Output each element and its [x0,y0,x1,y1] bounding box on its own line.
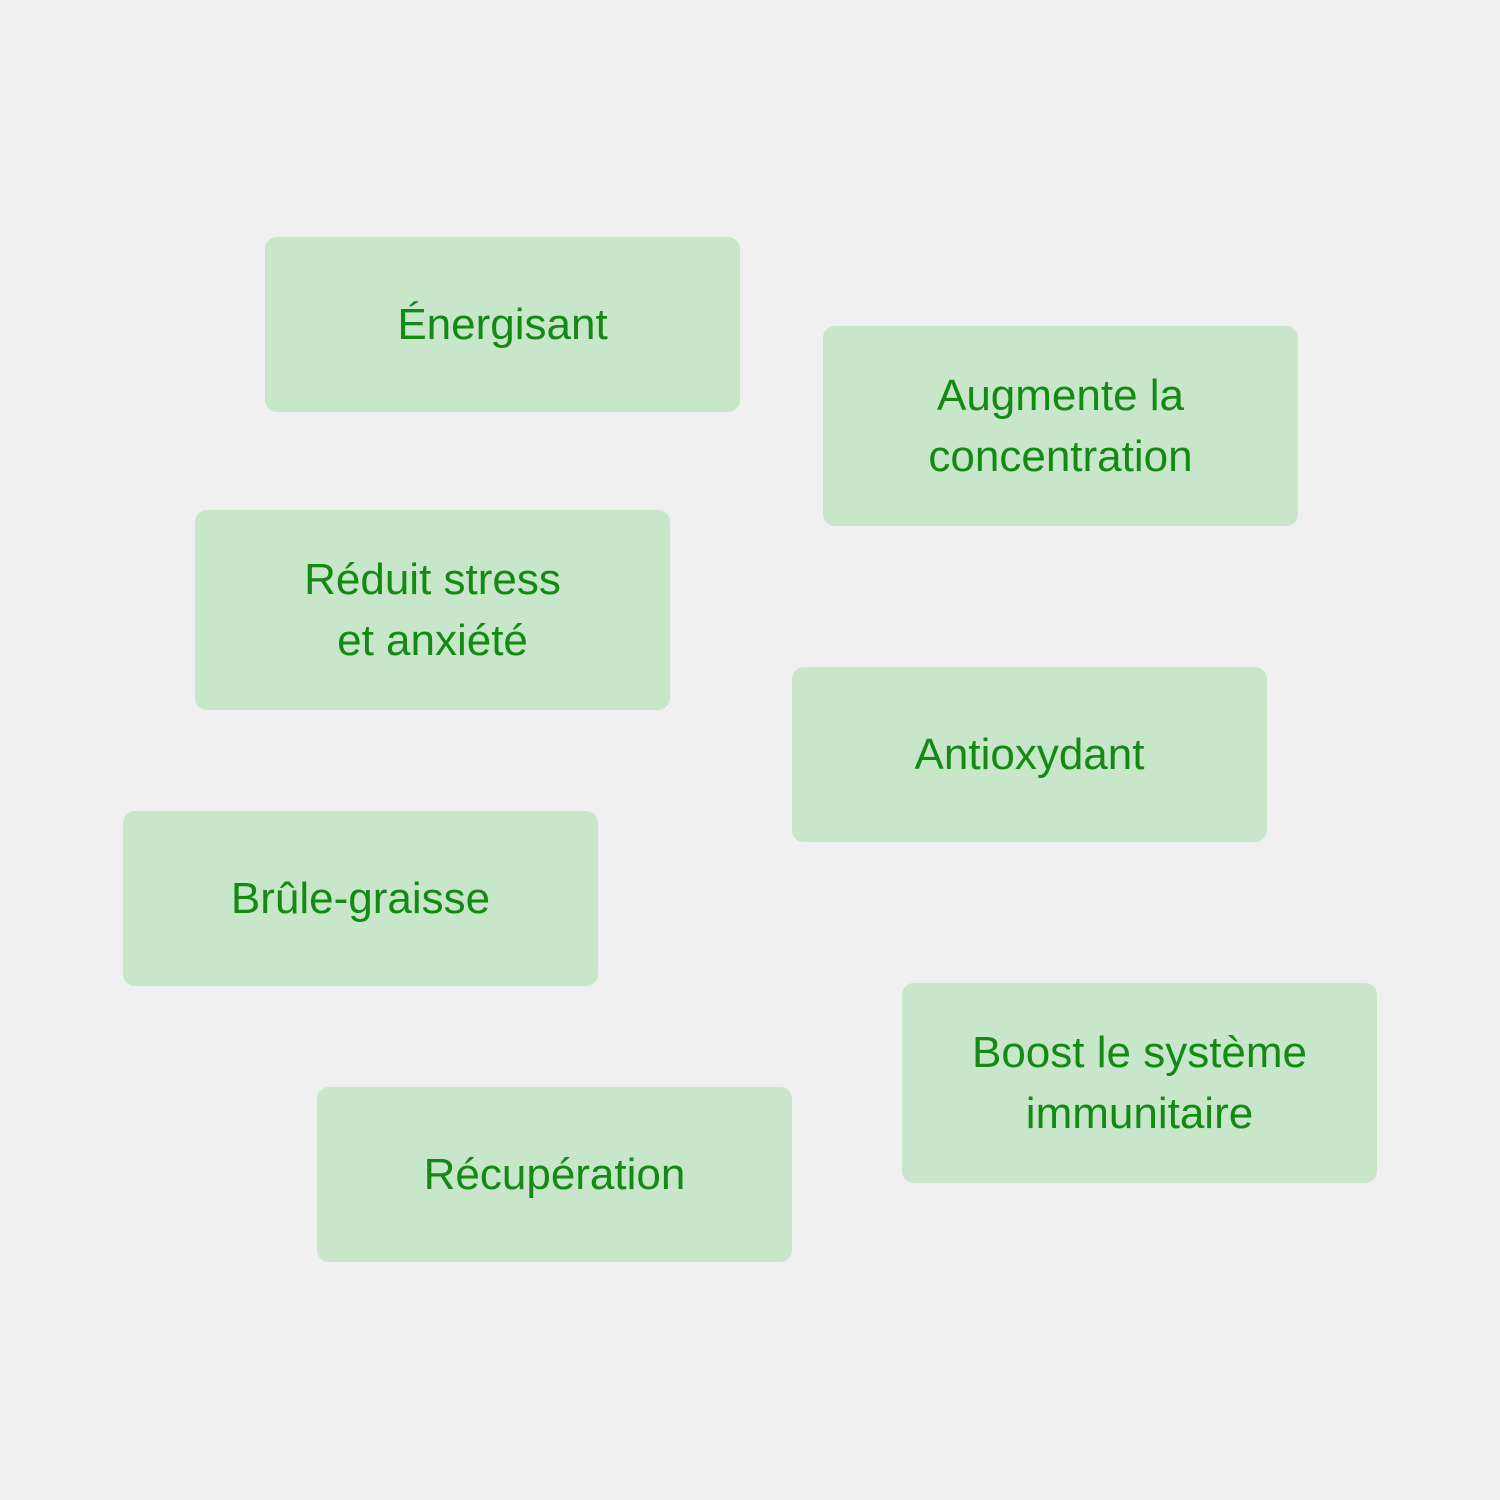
tag-label: Brûle-graisse [230,874,491,923]
tag-immunitaire[interactable]: Boost le système immunitaire [902,983,1377,1183]
tag-energisant[interactable]: Énergisant [265,237,740,412]
tag-recuperation[interactable]: Récupération [317,1087,792,1262]
tag-label: Réduit stress et anxiété [304,555,561,665]
tag-stress[interactable]: Réduit stress et anxiété [195,510,670,710]
tag-antioxydant[interactable]: Antioxydant [792,667,1267,842]
tag-label: Antioxydant [914,730,1145,779]
tag-label: Augmente la concentration [928,371,1193,481]
tag-brule-graisse[interactable]: Brûle-graisse [123,811,598,986]
tag-label: Boost le système immunitaire [971,1028,1308,1138]
tag-label: Récupération [423,1150,686,1199]
tag-concentration[interactable]: Augmente la concentration [823,326,1298,526]
tag-label: Énergisant [397,300,608,349]
